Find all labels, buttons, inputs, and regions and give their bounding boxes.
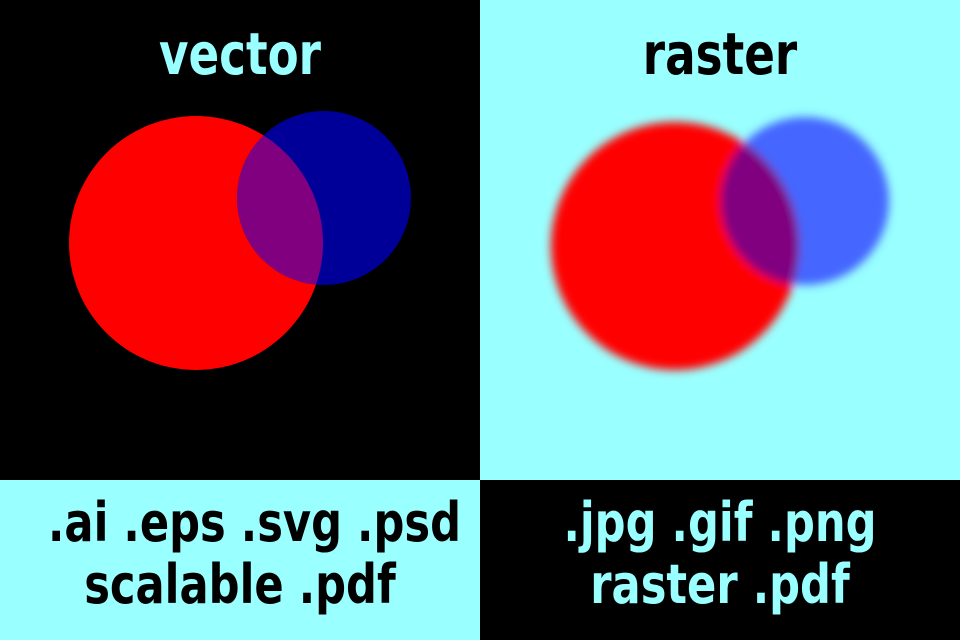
vector-panel: vector: [0, 0, 480, 480]
vector-formats-text: .ai .eps .svg .psd scalable .pdf: [48, 491, 462, 616]
raster-formats-text: .jpg .gif .png raster .pdf: [528, 492, 912, 616]
vector-circles-icon: [69, 111, 411, 370]
vector-title: vector: [158, 20, 321, 88]
raster-formats-panel: .jpg .gif .png raster .pdf: [480, 480, 960, 640]
raster-title: raster: [642, 20, 798, 88]
vector-overlap-region: [237, 116, 323, 285]
vector-formats-line-2: scalable .pdf: [84, 553, 396, 616]
raster-overlap-region: [721, 122, 799, 285]
raster-formats-line-2: raster .pdf: [590, 553, 850, 616]
raster-circles-icon: [551, 117, 889, 370]
vector-formats-line-1: .ai .eps .svg .psd: [48, 491, 462, 554]
raster-formats-line-1: .jpg .gif .png: [563, 491, 877, 554]
raster-panel: raster: [480, 0, 960, 480]
vector-formats-panel: .ai .eps .svg .psd scalable .pdf: [0, 480, 480, 640]
